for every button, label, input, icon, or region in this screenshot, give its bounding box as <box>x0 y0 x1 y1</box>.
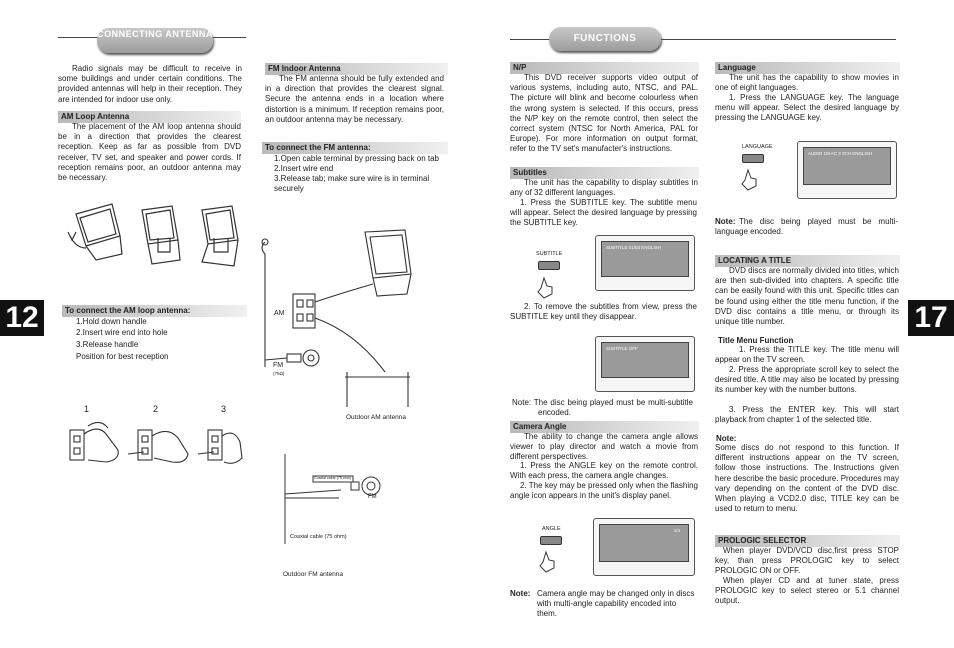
language-note: The disc being played must be multi-lang… <box>715 217 898 237</box>
subtitles-step-1: 1. Press the SUBTITLE key. The subtitle … <box>510 198 697 228</box>
outdoor-am-caption: Outdoor AM antenna <box>346 414 406 421</box>
locating-title-text: DVD discs are normally divided into titl… <box>715 266 899 327</box>
title-menu-step-1: 1. Press the TITLE key. The title menu w… <box>715 345 899 365</box>
subtitle-off-osd: SUBTITLE OFF <box>606 346 638 351</box>
am-terminal-steps-illustration <box>69 421 243 464</box>
fm-indoor-text: The FM antenna should be fully extended … <box>265 74 444 124</box>
pointing-hand-icon <box>741 168 757 191</box>
locating-note-label: Note: <box>716 434 737 443</box>
am-loop-antenna-illustration <box>67 203 239 267</box>
angle-tv: 1/4 <box>593 518 695 576</box>
antenna-intro: Radio signals may be difficult to receiv… <box>58 64 242 104</box>
subtitle-key <box>538 261 560 270</box>
subtitle-on-osd: SUBTITLE 01/03 ENGLISH <box>606 245 662 250</box>
am-terminal-label: AM <box>274 310 285 317</box>
connect-fm-step-3: 3.Release tab; make sure wire is in term… <box>274 174 430 194</box>
connect-fm-heading: To connect the FM antenna: <box>262 142 448 154</box>
fm-indoor-heading: FM Indoor Antenna <box>265 63 448 75</box>
subtitles-text: The unit has the capability to display s… <box>510 178 698 198</box>
locating-note: Some discs do not respond to this functi… <box>715 443 899 514</box>
subtitle-off-tv: SUBTITLE OFF <box>595 336 695 392</box>
language-osd: AUDIO 1/8 AC 3 2CH ENGLISH <box>808 151 873 156</box>
pointing-hand-icon <box>537 276 553 299</box>
connect-am-step-3: 3.Release handle <box>76 340 139 349</box>
connect-fm-step-2: 2.Insert wire end <box>274 164 334 173</box>
np-text: This DVD receiver supports video output … <box>510 73 698 154</box>
subtitles-note: Note: The disc being played must be mult… <box>512 398 693 418</box>
connect-am-step-1: 1.Hold down handle <box>76 317 147 326</box>
coax-cable-label: Coaxial cable (75 ohm) <box>290 534 347 540</box>
step-number-1: 1 <box>84 404 90 414</box>
fm-terminal-label: FM <box>273 362 284 369</box>
left-page-title: CONNECTING ANTENNA <box>97 28 213 53</box>
camera-angle-text: The ability to change the camera angle a… <box>510 432 698 462</box>
language-heading: Language <box>715 62 900 74</box>
prologic-heading: PROLOGIC SELECTOR <box>715 535 900 547</box>
language-text: The unit has the capability to show movi… <box>715 73 899 93</box>
locating-title-heading: LOCATING A TITLE <box>715 255 900 267</box>
am-loop-heading: AM Loop Antenna <box>58 111 241 123</box>
title-menu-step-3: 3. Press the ENTER key. This will start … <box>715 405 899 425</box>
coax-small-label: Coaxial cable (75 ohm) <box>314 476 351 480</box>
camera-angle-note-label: Note: <box>510 589 531 598</box>
title-menu-heading: Title Menu Function <box>718 336 794 345</box>
camera-angle-step-1: 1. Press the ANGLE key on the remote con… <box>510 461 698 481</box>
pointing-hand-icon <box>539 550 555 573</box>
language-note-label: Note: <box>715 217 736 226</box>
right-page-number: 17 <box>908 300 954 336</box>
subtitles-step-2: 2. To remove the subtitles from view, pr… <box>510 302 697 322</box>
language-key-label: LANGUAGE <box>742 144 773 150</box>
language-step-1: 1. Press the LANGUAGE key. The language … <box>715 93 899 123</box>
camera-angle-note: Camera angle may be changed only in disc… <box>537 589 695 619</box>
right-title-rule <box>510 39 896 40</box>
connect-fm-step-1: 1.Open cable terminal by pressing back o… <box>274 154 439 163</box>
am-loop-text: The placement of the AM loop antenna sho… <box>58 122 241 183</box>
angle-key-label: ANGLE <box>542 526 561 532</box>
right-page-title: FUNCTIONS <box>549 27 661 51</box>
language-tv: AUDIO 1/8 AC 3 2CH ENGLISH <box>797 141 897 199</box>
prologic-text-1: When player DVD/VCD disc,first press STO… <box>715 546 899 576</box>
angle-osd: 1/4 <box>673 528 680 533</box>
step-number-3: 3 <box>221 404 227 414</box>
angle-key <box>540 536 562 545</box>
camera-angle-step-2: 2. The key may be pressed only when the … <box>510 481 698 501</box>
fm-jack-label: FM <box>368 494 377 500</box>
connect-am-heading: To connect the AM loop antenna: <box>62 305 247 317</box>
left-page-number: 12 <box>0 300 44 336</box>
np-heading: N/P <box>510 62 699 74</box>
connect-am-step-4: Position for best reception <box>76 352 169 361</box>
subtitle-key-label: SUBTITLE <box>536 251 563 257</box>
connect-am-step-2: 2.Insert wire end into hole <box>76 328 168 337</box>
camera-angle-heading: Camera Angle <box>510 421 699 433</box>
outdoor-fm-caption: Outdoor FM antenna <box>283 571 343 578</box>
fm-ohm-label: (75Ω) <box>273 371 285 376</box>
prologic-text-2: When player CD and at tuner state, press… <box>715 576 899 606</box>
title-menu-step-2: 2. Press the appropriate scroll key to s… <box>715 365 899 395</box>
subtitles-heading: Subtitles <box>510 167 699 179</box>
outdoor-fm-illustration <box>284 454 381 544</box>
step-number-2: 2 <box>153 404 159 414</box>
antenna-connection-diagram <box>261 229 412 407</box>
language-key <box>742 154 764 163</box>
subtitle-on-tv: SUBTITLE 01/03 ENGLISH <box>595 235 695 291</box>
